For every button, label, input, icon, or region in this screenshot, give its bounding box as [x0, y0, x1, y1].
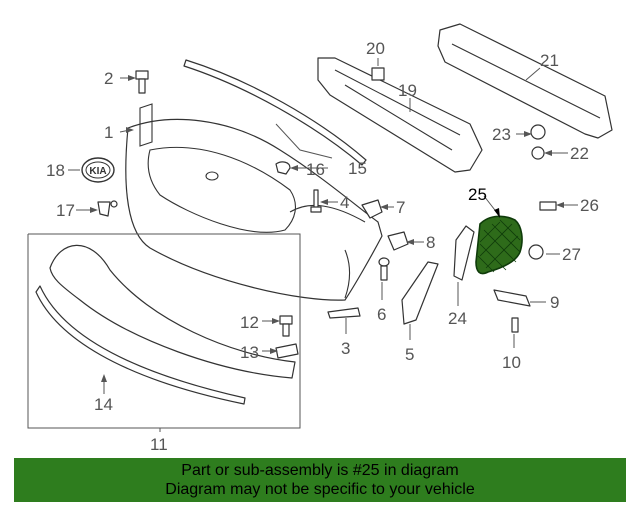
- callout-16: 16: [306, 160, 325, 179]
- callout-10: 10: [502, 353, 521, 372]
- clip-17: [97, 200, 118, 217]
- bracket-5: [401, 261, 439, 325]
- bolt-10: [511, 317, 519, 333]
- label-20: [371, 67, 385, 81]
- nut-23: [530, 124, 546, 140]
- emblem-logo-text: KIA: [89, 166, 106, 177]
- callout-9: 9: [550, 293, 559, 312]
- bolt-22: [531, 146, 545, 160]
- callout-7: 7: [396, 198, 405, 217]
- bolt-26: [539, 201, 557, 211]
- energy-absorber: [317, 57, 483, 173]
- banner-line-2: Diagram may not be specific to your vehi…: [165, 481, 475, 498]
- callout-21: 21: [540, 51, 559, 70]
- callout-6: 6: [377, 305, 386, 324]
- bolt-6: [378, 257, 390, 281]
- callout-24: 24: [448, 309, 467, 328]
- callout-26: 26: [580, 196, 599, 215]
- bracket-8: [387, 231, 409, 251]
- grille-part-25: [475, 215, 523, 275]
- callout-12: 12: [240, 313, 259, 332]
- callout-4: 4: [340, 193, 349, 212]
- callout-23: 23: [492, 125, 511, 144]
- callout-5: 5: [405, 345, 414, 364]
- callout-11: 11: [150, 435, 168, 454]
- callout-27: 27: [562, 245, 581, 264]
- callout-25: 25: [468, 185, 487, 204]
- callout-17: 17: [56, 201, 75, 220]
- banner-line-1: Part or sub-assembly is #25 in diagram: [181, 462, 459, 479]
- bolt-12: [279, 315, 293, 337]
- nut-27: [528, 244, 544, 260]
- emblem: KIA: [81, 157, 115, 183]
- upper-moulding-strip: [183, 59, 367, 166]
- callout-14: 14: [94, 395, 113, 414]
- callout-20: 20: [366, 39, 385, 58]
- clip-16: [275, 161, 291, 175]
- info-banner: Part or sub-assembly is #25 in diagram D…: [14, 458, 626, 502]
- callout-18: 18: [46, 161, 65, 180]
- callout-3: 3: [341, 339, 350, 358]
- bracket-24: [453, 225, 475, 281]
- callout-22: 22: [570, 144, 589, 163]
- leader-lines: [68, 58, 578, 432]
- bolt-2: [135, 70, 149, 94]
- callout-numbers: 1 2 3 4 5 6 7 8 9 10 11 12 13 14 15 16 1…: [46, 39, 599, 454]
- nut-13: [275, 343, 299, 359]
- bumper-cover: [125, 103, 383, 301]
- bracket-9: [493, 289, 531, 307]
- callout-2: 2: [104, 69, 113, 88]
- screw-4: [310, 189, 322, 213]
- bracket-3: [327, 307, 361, 319]
- callout-13: 13: [240, 343, 259, 362]
- lower-trim: [49, 244, 296, 379]
- lower-assembly-box: [27, 233, 301, 429]
- lower-moulding-14: [35, 285, 246, 405]
- callout-19: 19: [398, 81, 417, 100]
- callout-8: 8: [426, 233, 435, 252]
- clip-7: [361, 199, 383, 219]
- callout-1: 1: [104, 123, 113, 142]
- bumper-beam: [437, 23, 613, 139]
- callout-15: 15: [348, 159, 367, 178]
- parts-diagram: KIA: [27, 23, 613, 454]
